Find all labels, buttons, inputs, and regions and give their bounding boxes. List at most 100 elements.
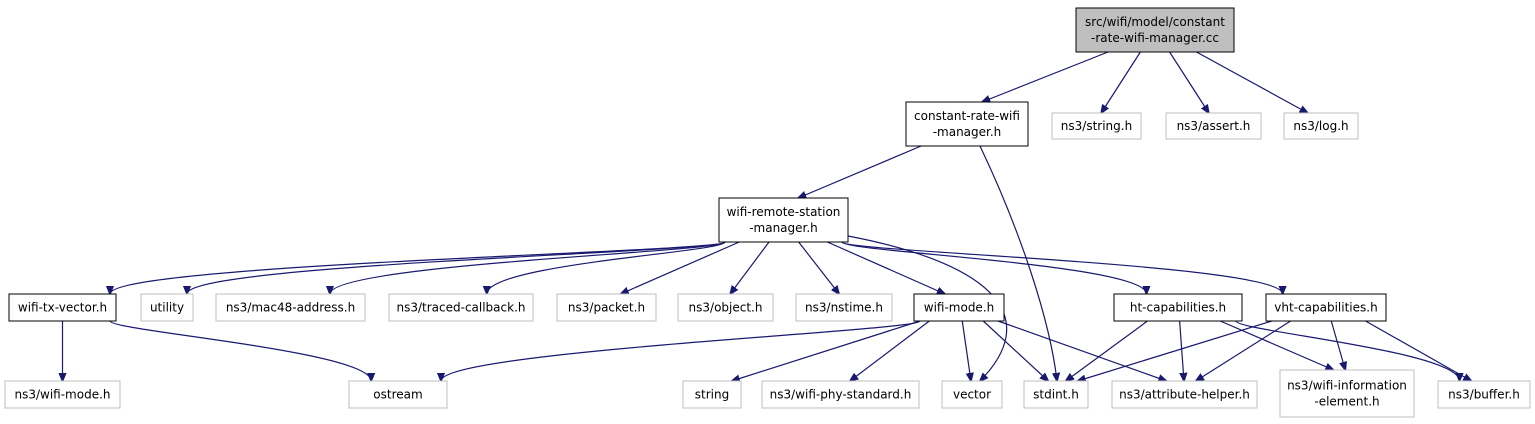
node-label: vht-capabilities.h bbox=[1274, 301, 1377, 315]
edge-wrsm-to-htcap bbox=[841, 241, 1146, 294]
node-label: ns3/wifi-phy-standard.h bbox=[770, 388, 912, 402]
node-box bbox=[905, 101, 1029, 147]
node-attrhelper: ns3/attribute-helper.h bbox=[1111, 380, 1258, 409]
node-label: -manager.h bbox=[933, 125, 1002, 139]
node-object: ns3/object.h bbox=[677, 293, 774, 322]
node-label: vector bbox=[953, 388, 991, 402]
edge-wrsm-to-utility bbox=[187, 241, 726, 294]
node-label: ns3/wifi-mode.h bbox=[14, 388, 110, 402]
node-label: ostream bbox=[373, 388, 422, 402]
node-box bbox=[1165, 112, 1262, 140]
node-htcap[interactable]: ht-capabilities.h bbox=[1113, 293, 1243, 322]
node-vhtcap[interactable]: vht-capabilities.h bbox=[1265, 293, 1387, 322]
node-box bbox=[215, 293, 366, 322]
node-ns3-wifimode: ns3/wifi-mode.h bbox=[4, 380, 121, 409]
edge-wrsm-to-mac48 bbox=[330, 241, 726, 294]
node-box bbox=[941, 380, 1003, 409]
node-label: -rate-wifi-manager.cc bbox=[1091, 31, 1219, 45]
node-nstime: ns3/nstime.h bbox=[795, 293, 893, 322]
edge-wifimode-to-vector bbox=[961, 320, 971, 381]
node-label: ns3/string.h bbox=[1061, 119, 1132, 133]
node-box bbox=[140, 293, 194, 322]
node-box bbox=[8, 293, 117, 322]
node-label: ns3/object.h bbox=[689, 301, 763, 315]
edge-wrsm-to-wifimode bbox=[827, 241, 945, 294]
node-box bbox=[761, 380, 920, 409]
node-ns3-string: ns3/string.h bbox=[1051, 112, 1142, 140]
node-label: wifi-tx-vector.h bbox=[18, 301, 107, 315]
node-label: ns3/mac48-address.h bbox=[226, 301, 355, 315]
node-stdint: stdint.h bbox=[1023, 380, 1089, 409]
edge-wrsm-to-wtv bbox=[110, 241, 726, 294]
edge-vhtcap-to-stdint bbox=[1078, 320, 1273, 381]
edge-vhtcap-to-buffer bbox=[1365, 320, 1472, 381]
node-box bbox=[913, 293, 1005, 322]
edge-wifimode-to-ostream bbox=[441, 320, 921, 381]
edge-wrsm-to-nstime bbox=[798, 241, 840, 294]
node-label: ns3/wifi-information bbox=[1287, 379, 1407, 393]
node-root[interactable]: src/wifi/model/constant -rate-wifi-manage… bbox=[1075, 7, 1235, 53]
edge-crwm-to-wrsm bbox=[798, 145, 922, 198]
node-box bbox=[348, 380, 448, 409]
node-utility: utility bbox=[140, 293, 194, 322]
node-label: utility bbox=[150, 301, 184, 315]
edges-layer bbox=[63, 51, 1472, 381]
node-mac48: ns3/mac48-address.h bbox=[215, 293, 366, 322]
node-box bbox=[1437, 380, 1531, 409]
node-label: wifi-remote-station bbox=[727, 205, 841, 219]
node-wifimode[interactable]: wifi-mode.h bbox=[913, 293, 1005, 322]
node-wtv[interactable]: wifi-tx-vector.h bbox=[8, 293, 117, 322]
node-box bbox=[1265, 293, 1387, 322]
node-wrsm[interactable]: wifi-remote-station -manager.h bbox=[718, 197, 849, 243]
node-box bbox=[4, 380, 121, 409]
node-label: -manager.h bbox=[749, 221, 818, 235]
node-box bbox=[718, 197, 849, 243]
node-label: ns3/buffer.h bbox=[1448, 388, 1520, 402]
edge-root-to-ns3_string bbox=[1101, 51, 1141, 113]
nodes-layer: src/wifi/model/constant -rate-wifi-manage… bbox=[4, 7, 1531, 418]
edge-htcap-to-stdint bbox=[1066, 320, 1148, 381]
node-label: wifi-mode.h bbox=[924, 301, 995, 315]
edge-vhtcap-to-wifiinfo bbox=[1330, 320, 1345, 370]
node-label: ns3/packet.h bbox=[568, 301, 645, 315]
node-box bbox=[1111, 380, 1258, 409]
node-label: string bbox=[695, 388, 729, 402]
node-box bbox=[1051, 112, 1142, 140]
edge-htcap-to-buffer bbox=[1235, 320, 1460, 381]
node-crwm[interactable]: constant-rate-wifi -manager.h bbox=[905, 101, 1029, 147]
node-box bbox=[1113, 293, 1243, 322]
node-buffer: ns3/buffer.h bbox=[1437, 380, 1531, 409]
edge-htcap-to-wifiinfo bbox=[1220, 320, 1333, 370]
edge-wifimode-to-attrhelper bbox=[997, 320, 1166, 381]
node-label: constant-rate-wifi bbox=[914, 109, 1020, 123]
node-label: ns3/assert.h bbox=[1177, 119, 1251, 133]
node-wifiinfo: ns3/wifi-information -element.h bbox=[1279, 369, 1415, 418]
edge-wrsm-to-packet bbox=[621, 241, 740, 294]
edge-wifimode-to-stdint bbox=[982, 320, 1048, 381]
node-string: string bbox=[682, 380, 742, 409]
node-phystd: ns3/wifi-phy-standard.h bbox=[761, 380, 920, 409]
node-label: src/wifi/model/constant bbox=[1085, 15, 1225, 29]
edge-crwm-to-stdint bbox=[979, 145, 1057, 381]
edge-htcap-to-attrhelper bbox=[1179, 320, 1184, 381]
node-label: ht-capabilities.h bbox=[1130, 301, 1226, 315]
node-label: ns3/attribute-helper.h bbox=[1119, 388, 1250, 402]
edge-wtv-to-ostream bbox=[109, 320, 371, 381]
edge-wifimode-to-string bbox=[732, 320, 921, 381]
node-label: -element.h bbox=[1314, 395, 1379, 409]
node-box bbox=[556, 293, 657, 322]
edge-vhtcap-to-attrhelper bbox=[1196, 320, 1291, 381]
node-vector: vector bbox=[941, 380, 1003, 409]
node-box bbox=[795, 293, 893, 322]
edge-wifimode-to-phystd bbox=[850, 320, 930, 381]
node-box bbox=[682, 380, 742, 409]
edge-root-to-crwm bbox=[982, 51, 1109, 102]
node-box bbox=[388, 293, 534, 322]
node-label: stdint.h bbox=[1033, 388, 1079, 402]
node-box bbox=[1023, 380, 1089, 409]
node-label: ns3/traced-callback.h bbox=[396, 301, 525, 315]
node-box bbox=[1279, 369, 1415, 418]
edge-root-to-ns3_log bbox=[1196, 51, 1308, 113]
node-packet: ns3/packet.h bbox=[556, 293, 657, 322]
